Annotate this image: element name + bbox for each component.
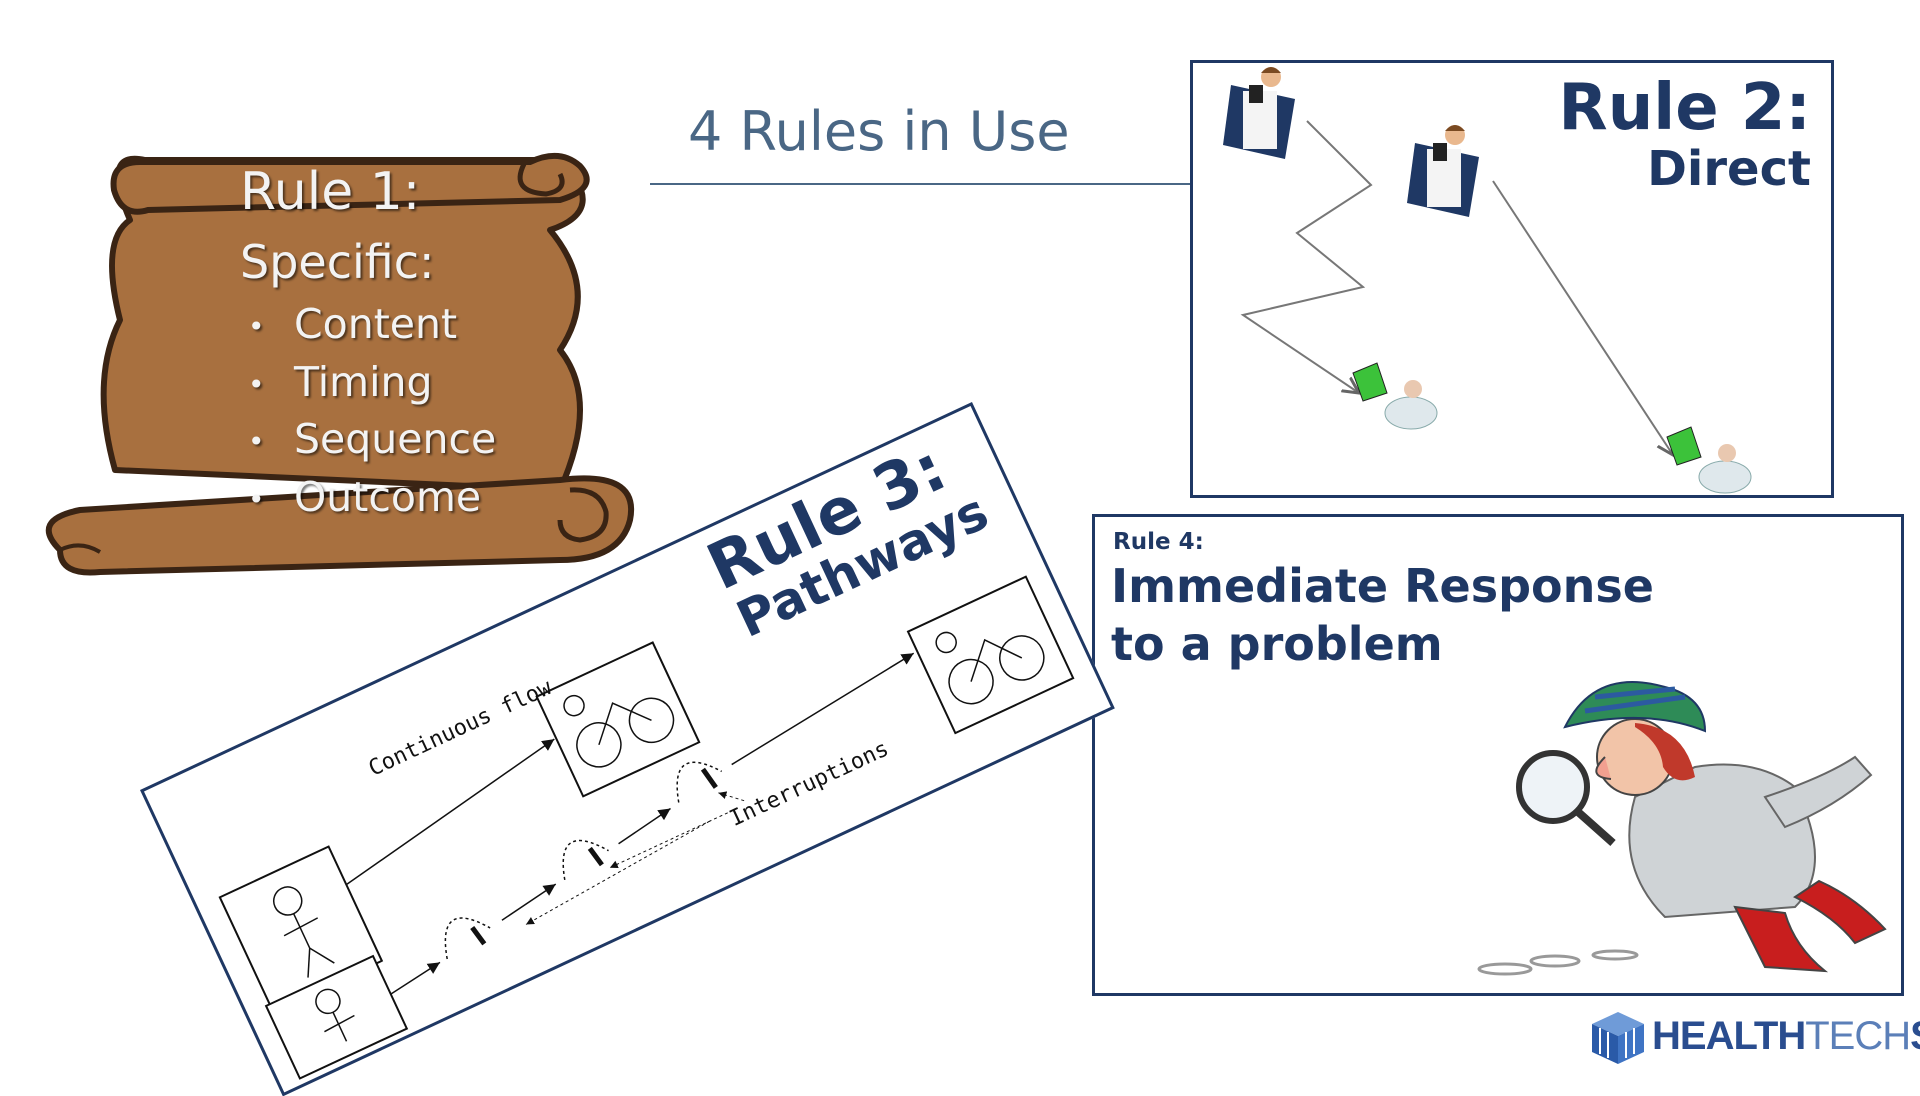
scroll-icon [45, 153, 635, 576]
doctor-icon [1223, 67, 1295, 159]
rule2-heading: Rule 2: [1558, 71, 1811, 145]
bicycle-icon [535, 641, 701, 798]
brand-logo: HEALTHTECHS3 [1652, 1014, 1920, 1058]
interruption-path [390, 652, 915, 995]
rule2-subheading: Direct [1647, 141, 1811, 197]
rule4-panel: Rule 4: Immediate Response to a problem [1092, 514, 1904, 996]
rule3-card: Rule 3: Pathways [140, 402, 1115, 1096]
patient-icon [1352, 362, 1438, 430]
rule4-label: Rule 4: [1113, 529, 1204, 555]
doctor-icon [1407, 125, 1479, 217]
bicycle-icon [906, 575, 1075, 735]
rule1-item: •Outcome [248, 472, 482, 521]
slide-title: 4 Rules in Use [688, 100, 1070, 163]
rule1-heading: Rule 1: [240, 162, 421, 222]
rule3-diagram [218, 575, 1075, 1080]
logo-cube-icon [1592, 1012, 1644, 1064]
detective-icon [1477, 681, 1887, 976]
rule2-panel: Rule 2: Direct [1190, 60, 1834, 498]
rule1-item: •Timing [248, 357, 433, 406]
rule4-text: Immediate Response to a problem [1111, 557, 1654, 673]
rule1-subheading: Specific: [240, 235, 435, 289]
rule1-item: •Content [248, 300, 458, 348]
rule2-diagram [1223, 67, 1752, 494]
stick-figure-icon [264, 954, 409, 1080]
rule1-list: •Content •Timing •Sequence •Outcome [248, 296, 496, 526]
rule1-item: •Sequence [248, 415, 497, 463]
patient-icon [1666, 426, 1752, 494]
rule4-line1: Immediate Response [1111, 559, 1654, 613]
rule4-line2: to a problem [1111, 617, 1443, 671]
